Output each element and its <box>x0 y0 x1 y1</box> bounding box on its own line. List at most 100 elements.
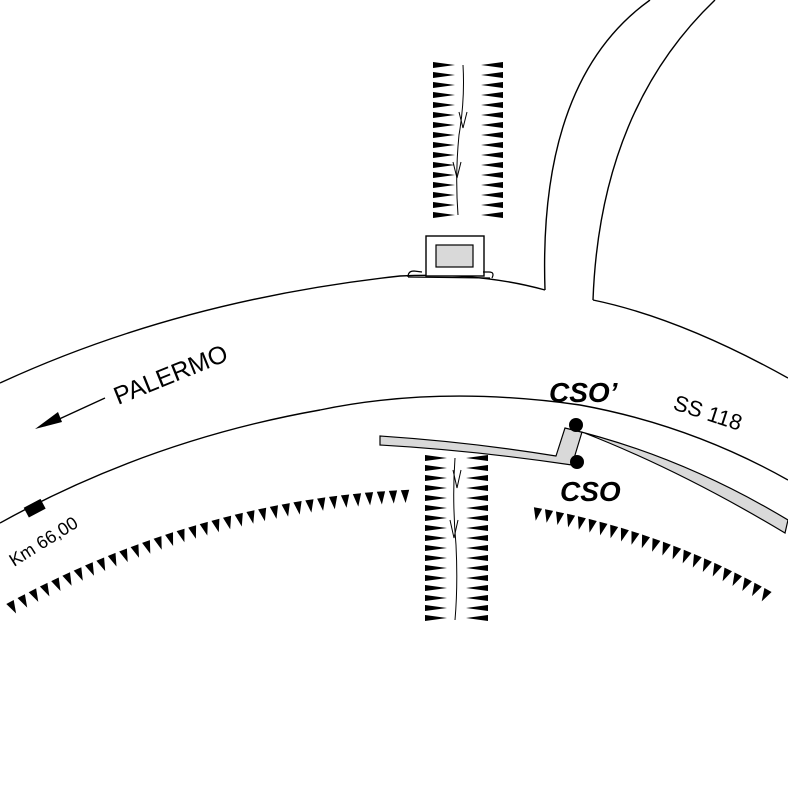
embankment-tick <box>293 501 302 515</box>
channel-bank-tick <box>466 495 488 501</box>
channel-bank-tick <box>425 555 447 561</box>
embankment-tick <box>712 562 722 577</box>
channel-bank-tick <box>433 142 455 148</box>
stream-channel-north <box>433 62 503 218</box>
culvert-structure <box>407 235 494 279</box>
channel-bank-tick <box>466 535 488 541</box>
embankment-southwest <box>6 489 410 614</box>
stream-channel-south <box>425 455 488 621</box>
channel-bank-tick <box>433 162 455 168</box>
main-road-north-edge-east <box>592 299 788 379</box>
embankment-tick <box>234 512 243 527</box>
channel-bank-tick <box>481 182 503 188</box>
channel-bank-tick <box>466 545 488 551</box>
flow-arrow-south-2 <box>449 519 459 539</box>
channel-bank-tick <box>425 585 447 591</box>
milestone-icon <box>23 498 46 518</box>
channel-bank-tick <box>433 112 455 118</box>
embankment-tick <box>761 588 772 602</box>
channel-bank-tick <box>425 475 447 481</box>
channel-bank-tick <box>466 465 488 471</box>
channel-bank-tick <box>481 152 503 158</box>
direction-label: PALERMO <box>110 339 232 410</box>
channel-bank-tick <box>481 112 503 118</box>
channel-bank-tick <box>425 615 447 621</box>
channel-bank-tick <box>481 142 503 148</box>
channel-bank-tick <box>466 585 488 591</box>
road-label: SS 118 <box>670 390 745 436</box>
flow-arrow-north-2 <box>452 161 462 179</box>
channel-bank-tick <box>433 212 455 218</box>
embankment-tick <box>682 549 692 564</box>
embankment-tick <box>17 594 28 608</box>
channel-bank-tick <box>466 565 488 571</box>
culvert-base <box>407 270 494 279</box>
embankment-tick <box>199 521 208 536</box>
embankment-tick <box>577 516 586 530</box>
side-road-west-edge <box>543 0 651 291</box>
channel-bank-tick <box>425 485 447 491</box>
channel-bank-tick <box>425 505 447 511</box>
channel-bank-tick <box>425 515 447 521</box>
channel-bank-tick <box>433 92 455 98</box>
side-road <box>543 0 716 301</box>
embankment-tick <box>672 545 682 560</box>
embankment-tick <box>305 499 314 513</box>
embankment-tick <box>317 497 326 511</box>
main-road-south-edge <box>0 395 788 524</box>
embankment-tick <box>652 538 661 552</box>
embankment-tick <box>142 540 151 554</box>
channel-bank-tick <box>433 192 455 198</box>
embankment-tick <box>376 491 386 505</box>
embankment-tick <box>119 548 128 563</box>
channel-bank-tick <box>433 182 455 188</box>
embankment-tick <box>556 511 565 525</box>
embankment-tick <box>6 600 17 614</box>
embankment-tick <box>545 509 554 523</box>
embankment-tick <box>28 588 39 602</box>
main-road <box>0 274 788 524</box>
embankment-tick <box>329 495 338 510</box>
embankment-tick <box>388 490 398 504</box>
channel-bank-tick <box>425 535 447 541</box>
channel-bank-tick <box>481 132 503 138</box>
channel-bank-tick <box>481 192 503 198</box>
culvert-frame <box>425 235 485 277</box>
channel-bank-tick <box>425 575 447 581</box>
embankment-tick <box>400 489 410 503</box>
channel-bank-tick <box>481 102 503 108</box>
pipe-trench <box>379 427 788 534</box>
channel-bank-tick <box>481 122 503 128</box>
embankment-tick <box>269 505 278 519</box>
embankment-tick <box>702 558 712 572</box>
channel-bank-tick <box>425 525 447 531</box>
embankment-tick <box>73 567 83 581</box>
embankment-tick <box>567 513 576 528</box>
cso-label: CSO <box>560 476 621 507</box>
embankment-tick <box>176 528 185 543</box>
embankment-tick <box>692 554 702 568</box>
channel-bank-tick <box>481 162 503 168</box>
channel-bank-tick <box>425 565 447 571</box>
channel-bank-tick <box>433 202 455 208</box>
embankment-tick <box>130 544 139 558</box>
embankment-tick <box>107 552 117 567</box>
embankment-tick <box>662 541 671 556</box>
stream-line-south <box>453 457 458 621</box>
embankment-southeast <box>533 507 772 602</box>
embankment-tick <box>340 494 350 508</box>
main-road-north-edge <box>0 274 546 384</box>
channel-bank-tick <box>481 202 503 208</box>
channel-bank-tick <box>466 595 488 601</box>
channel-bank-tick <box>433 62 455 68</box>
channel-bank-tick <box>425 455 447 461</box>
embankment-tick <box>165 532 174 546</box>
embankment-tick <box>752 582 762 597</box>
embankment-tick <box>588 518 597 533</box>
channel-bank-tick <box>481 82 503 88</box>
channel-bank-tick <box>466 615 488 621</box>
channel-bank-tick <box>466 575 488 581</box>
embankment-tick <box>281 503 290 517</box>
channel-bank-tick <box>433 82 455 88</box>
